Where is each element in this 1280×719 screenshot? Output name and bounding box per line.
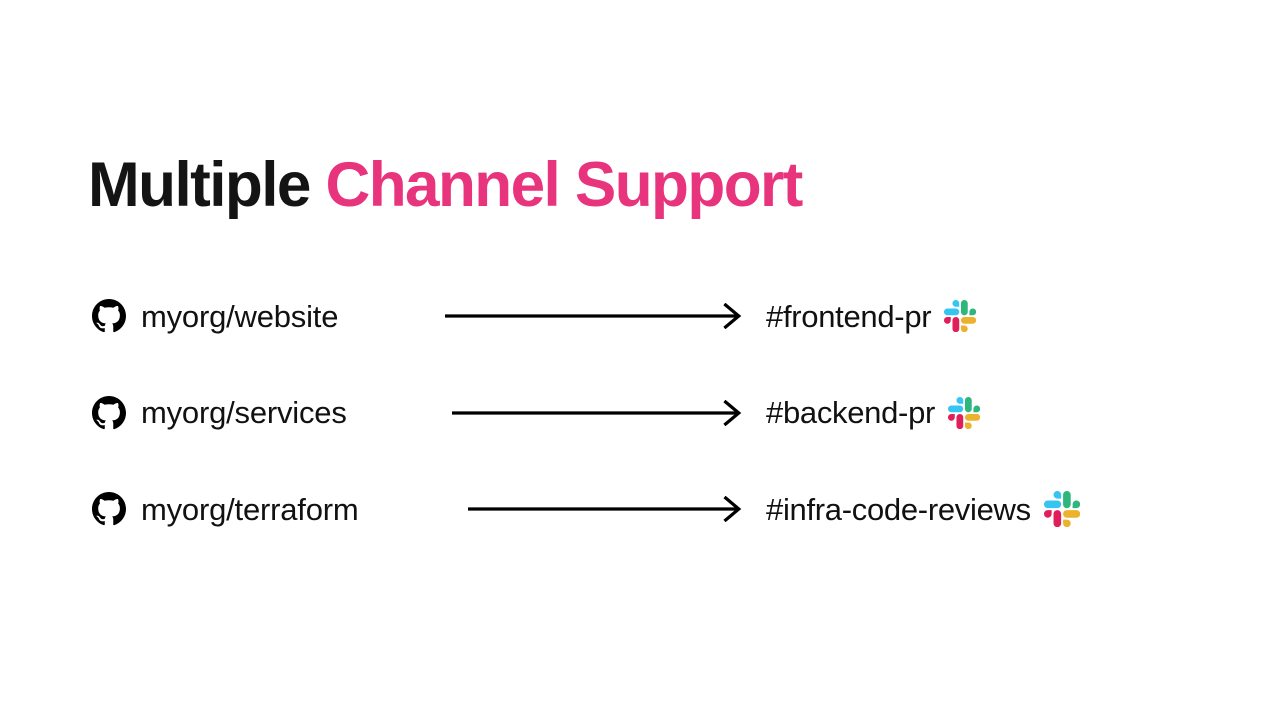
mapping-row-source-group: myorg/terraform	[92, 461, 359, 558]
channel-name: #frontend-pr	[766, 298, 932, 334]
mapping-connector	[432, 365, 750, 462]
page-title-primary: Multiple	[88, 150, 326, 221]
repo-name: myorg/terraform	[141, 491, 359, 527]
mapping-connector	[425, 268, 750, 365]
page-title-accent: Channel Support	[325, 150, 803, 221]
slack-icon	[948, 396, 981, 429]
arrow-right-icon	[468, 496, 750, 522]
github-repo-source[interactable]: myorg/terraform	[92, 491, 359, 527]
github-icon	[92, 299, 126, 333]
repo-name: myorg/services	[141, 395, 347, 431]
mapping-row-source-group: myorg/website	[92, 268, 338, 365]
mapping-row: myorg/website #frontend-pr	[0, 268, 1280, 365]
mapping-row-source-group: myorg/services	[92, 365, 347, 462]
slack-icon	[944, 300, 977, 333]
slack-channel-destination[interactable]: #frontend-pr	[766, 268, 977, 365]
slack-channel-destination[interactable]: #infra-code-reviews	[766, 461, 1080, 558]
github-icon	[92, 395, 126, 429]
github-icon	[92, 492, 126, 526]
mapping-connector	[448, 461, 750, 558]
github-repo-source[interactable]: myorg/services	[92, 395, 347, 431]
github-repo-source[interactable]: myorg/website	[92, 299, 338, 333]
arrow-right-icon	[445, 303, 750, 329]
repo-name: myorg/website	[141, 298, 339, 334]
slack-icon	[1043, 491, 1080, 528]
page-title: Multiple Channel Support	[88, 146, 803, 224]
mapping-row: myorg/services #backend-pr	[0, 365, 1280, 462]
mapping-list: myorg/website #frontend-pr	[0, 268, 1280, 558]
slack-channel-destination[interactable]: #backend-pr	[766, 365, 981, 462]
arrow-right-icon	[452, 400, 750, 426]
channel-name: #infra-code-reviews	[766, 491, 1031, 527]
channel-name: #backend-pr	[766, 395, 936, 431]
mapping-row: myorg/terraform #infra-code-reviews	[0, 461, 1280, 558]
